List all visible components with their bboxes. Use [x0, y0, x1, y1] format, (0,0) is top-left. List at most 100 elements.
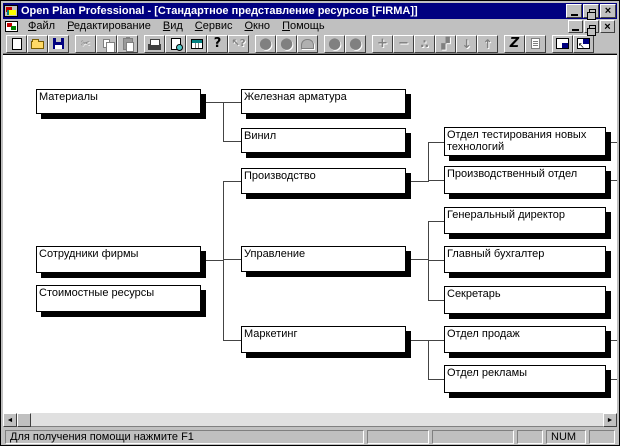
node-otdel-testirovaniya[interactable]: Отдел тестирования новых технологий: [444, 127, 606, 156]
node-marketing[interactable]: Маркетинг: [241, 326, 406, 353]
connector-line: [206, 102, 223, 103]
close-icon: ×: [604, 20, 611, 33]
close-button[interactable]: ×: [600, 4, 616, 18]
zigzag-view-button[interactable]: Z: [504, 34, 525, 53]
rounded-node-button: [297, 34, 318, 53]
menu-window[interactable]: Окно: [244, 20, 271, 32]
connector-line: [223, 340, 241, 341]
connector-line: [611, 379, 617, 380]
node-materialy[interactable]: Материалы: [36, 89, 201, 114]
plus-icon: +: [377, 36, 388, 51]
node-label: Отдел рекламы: [447, 367, 528, 379]
restore-button[interactable]: [583, 4, 599, 20]
paste-button: [117, 34, 138, 53]
scroll-right-button[interactable]: ►: [603, 413, 617, 427]
menu-service[interactable]: Сервис: [194, 20, 233, 32]
floppy-icon: [53, 38, 64, 49]
node-label: Отдел продаж: [447, 328, 520, 340]
print-button[interactable]: [144, 34, 165, 53]
node-zheleznaya-armatura[interactable]: Железная арматура: [241, 89, 406, 114]
node-sotrudniki-firmy[interactable]: Сотрудники фирмы: [36, 246, 201, 273]
app-icon[interactable]: [4, 5, 18, 17]
connector-line: [428, 300, 444, 301]
node-generalnyj-direktor[interactable]: Генеральный директор: [444, 207, 606, 234]
title-bar: Open Plan Professional - [Стандартное пр…: [3, 3, 617, 20]
connector-line: [223, 259, 241, 260]
status-panel-4: [517, 429, 543, 444]
scroll-left-button[interactable]: ◄: [3, 413, 17, 427]
cascade-icon: [577, 38, 590, 50]
node-label: Железная арматура: [244, 91, 347, 103]
node-label: Управление: [244, 248, 306, 260]
node-label: Материалы: [39, 91, 98, 103]
page-icon: [11, 37, 22, 50]
node-otdel-prodazh[interactable]: Отдел продаж: [444, 326, 606, 353]
horizontal-scrollbar[interactable]: ◄ ►: [3, 413, 617, 427]
help-button[interactable]: ?: [207, 34, 228, 53]
circle-icon: ●: [327, 34, 342, 52]
connector-line: [223, 102, 241, 103]
scatter-icon: ∴: [420, 36, 429, 51]
connector-line: [223, 102, 224, 142]
preview-icon: [170, 37, 183, 51]
scrollbar-track[interactable]: [31, 413, 603, 426]
menu-bar: Файл Редактирование Вид Сервис Окно Помощь ×: [3, 19, 617, 36]
notes-view-button: [525, 34, 546, 53]
node-proizvodstvo[interactable]: Производство: [241, 168, 406, 194]
copy-icon: [103, 39, 115, 52]
help-icon: ?: [213, 36, 222, 51]
node-label: Винил: [244, 130, 277, 142]
status-help-text: Для получения помощи нажмите F1: [5, 429, 364, 444]
menu-help[interactable]: Помощь: [282, 20, 325, 32]
filled-circle-2-button: ●: [345, 34, 366, 53]
node-sekretar[interactable]: Секретарь: [444, 286, 606, 314]
menu-file[interactable]: Файл: [28, 20, 56, 32]
circle-node-button: ●: [255, 34, 276, 53]
menu-edit[interactable]: Редактирование: [67, 20, 151, 32]
node-label: Генеральный директор: [447, 209, 565, 221]
menu-view[interactable]: Вид: [162, 20, 183, 32]
node-vinil[interactable]: Винил: [241, 128, 406, 153]
connector-line: [611, 180, 617, 181]
table-icon: [190, 38, 203, 49]
up-icon: ↑: [482, 36, 493, 51]
connector-line: [428, 221, 444, 222]
connector-line: [428, 142, 429, 182]
minimize-button[interactable]: [566, 4, 582, 18]
tile-icon: [556, 38, 569, 49]
node-upravlenie[interactable]: Управление: [241, 246, 406, 272]
node-otdel-reklamy[interactable]: Отдел рекламы: [444, 365, 606, 393]
split-view-button[interactable]: [552, 34, 573, 53]
remove-item-button: −: [393, 34, 414, 53]
node-label: Маркетинг: [244, 328, 298, 340]
mdi-minimize-button[interactable]: [568, 20, 583, 33]
save-file-button[interactable]: [48, 34, 69, 53]
mdi-close-button[interactable]: ×: [600, 20, 615, 33]
move-down-button: ↓: [456, 34, 477, 53]
cascade-view-button[interactable]: [573, 34, 594, 53]
connector-line: [223, 141, 241, 142]
new-file-button[interactable]: [6, 34, 27, 53]
print-preview-button[interactable]: [165, 34, 186, 53]
status-panel-3: [432, 429, 514, 444]
mdi-restore-button[interactable]: [584, 20, 599, 36]
connector-line: [206, 260, 223, 261]
table-view-button[interactable]: [186, 34, 207, 53]
node-proizvodstvennyj-otdel[interactable]: Производственный отдел: [444, 166, 606, 194]
circle-icon: ●: [258, 34, 273, 52]
minimize-icon: [570, 13, 578, 16]
scrollbar-thumb[interactable]: [17, 413, 31, 427]
node-glavnyj-buhgalter[interactable]: Главный бухгалтер: [444, 246, 606, 273]
open-file-button[interactable]: [27, 34, 48, 53]
scatter-view-button: ∴: [414, 34, 435, 53]
connector-line: [428, 379, 444, 380]
status-panel-2: [367, 429, 429, 444]
document-icon[interactable]: [5, 21, 18, 32]
node-stoimostnye-resursy[interactable]: Стоимостные ресурсы: [36, 285, 201, 312]
node-label: Производственный отдел: [447, 168, 578, 180]
scissors-icon: ✂: [80, 37, 91, 50]
connector-line: [428, 142, 444, 143]
connector-line: [411, 259, 428, 260]
